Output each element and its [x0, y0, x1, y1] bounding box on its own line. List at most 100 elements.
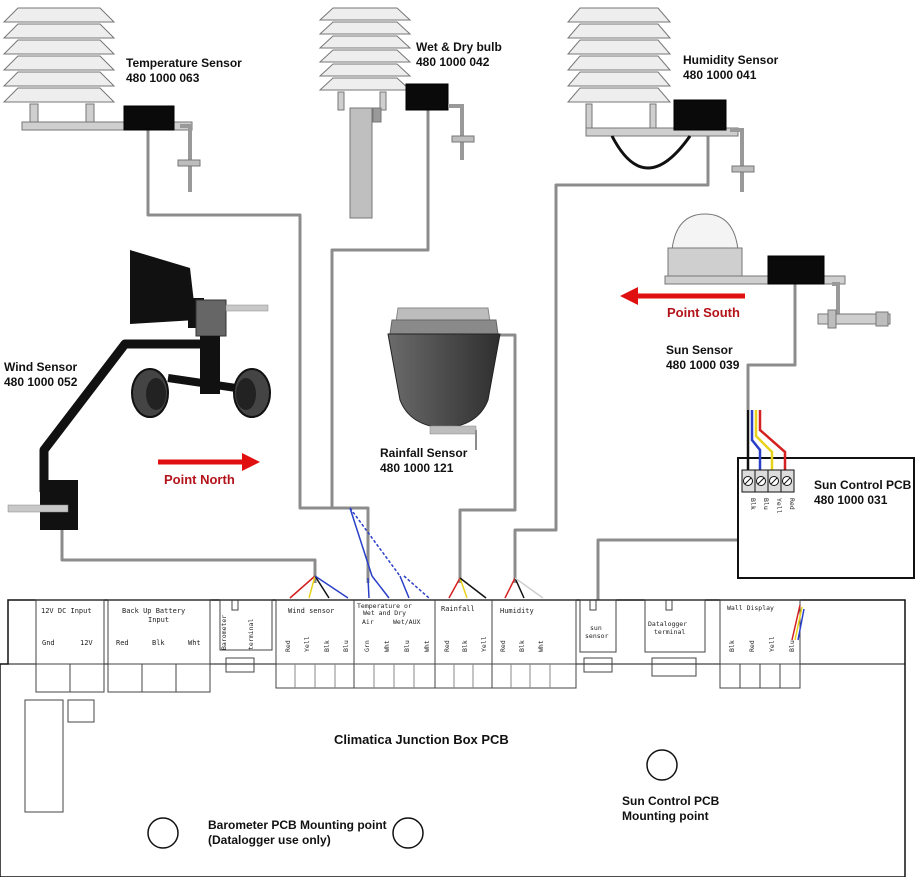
pcb-component-small	[67, 699, 95, 723]
battery-pin-0: Red	[116, 639, 129, 647]
dc-input-pin-12v: 12V	[80, 639, 93, 647]
wall-display-title: Wall Display	[727, 604, 774, 612]
sun-sensor-name: Sun Sensor	[666, 343, 733, 357]
wall-pin-3: Blu	[788, 640, 796, 652]
sun-sensor-code: 480 1000 039	[666, 358, 740, 372]
sun-sensor-cable	[746, 280, 797, 410]
sun-pcb-pin-labels: Blk Blu Yell Red	[749, 498, 796, 514]
humidity-sensor-image	[566, 7, 755, 192]
datalogger-terminal-2: terminal	[654, 628, 685, 636]
sun-pcb-mount-line2: Mounting point	[622, 809, 709, 823]
pcb-component-block	[24, 699, 64, 813]
battery-terminal	[107, 599, 211, 693]
wet-dry-bulb-image	[318, 7, 475, 219]
dc-input-pin-gnd: Gnd	[42, 639, 55, 647]
wall-pin-2: Yell	[768, 636, 776, 652]
barometer-mount-line1: Barometer PCB Mounting point	[208, 818, 387, 832]
rain-pin-0: Red	[443, 640, 451, 652]
sun-control-pcb-label: Sun Control PCB 480 1000 031	[814, 478, 911, 508]
temp-terminal-air: Air	[362, 618, 374, 626]
sun-pcb-pin-0: Blk	[749, 498, 757, 510]
point-north-arrow	[158, 453, 260, 471]
humidity-wire-fanout	[504, 577, 544, 599]
barometer-mount-hole-right	[392, 817, 424, 849]
battery-pin-1: Blk	[152, 639, 165, 647]
wind-pin-0: Red	[284, 640, 292, 652]
point-north-label: Point North	[164, 472, 235, 487]
dc-input-terminal	[35, 599, 105, 693]
temp-pin-3: Wht	[423, 640, 431, 652]
rain-terminal-title: Rainfall	[441, 605, 475, 613]
sun-sensor-label: Sun Sensor 480 1000 039	[666, 343, 739, 373]
wind-pin-1: Yell	[303, 636, 311, 652]
sun-pcb-pin-1: Blu	[762, 498, 770, 510]
temp-pin-2: Blu	[403, 640, 411, 652]
rainfall-sensor-name: Rainfall Sensor	[380, 446, 468, 460]
rainfall-wire-fanout	[448, 577, 487, 599]
sun-sensor-image	[664, 213, 891, 329]
wind-pin-3: Blu	[342, 640, 350, 652]
sun-sensor-terminal-2: sensor	[585, 632, 609, 640]
temp-terminal-title-2: Wet and Dry	[363, 609, 406, 617]
hum-pin-0: Red	[499, 640, 507, 652]
temperature-cable	[146, 130, 370, 583]
point-south-label: Point South	[667, 305, 740, 320]
dc-input-title: 12V DC Input	[41, 607, 92, 615]
sun-pcb-mount-label: Sun Control PCB Mounting point	[622, 794, 719, 824]
rainfall-sensor-label: Rainfall Sensor 480 1000 121	[380, 446, 467, 476]
terminal-label: terminal	[247, 619, 255, 650]
temperature-sensor-code: 480 1000 063	[126, 71, 200, 85]
temp-pin-1: Wht	[383, 640, 391, 652]
barometer-mount-label: Barometer PCB Mounting point (Datalogger…	[208, 818, 387, 848]
sun-pcb-pin-2: Yell	[775, 498, 783, 514]
rainfall-sensor-image	[387, 307, 501, 450]
temperature-sensor-name: Temperature Sensor	[126, 56, 242, 70]
hum-pin-1: Blk	[518, 640, 526, 652]
sun-control-pcb-code: 480 1000 031	[814, 493, 888, 507]
junction-box-pcb: 12V DC Input Gnd 12V Back Up Battery Inp…	[0, 599, 906, 877]
sun-sensor-terminal	[579, 599, 617, 673]
sun-pcb-pin-3: Red	[788, 498, 796, 510]
barometer-terminal	[219, 599, 273, 673]
datalogger-terminal-1: Datalogger	[648, 620, 687, 628]
rain-pin-2: Yell	[480, 636, 488, 652]
barometer-mount-hole-left	[147, 817, 179, 849]
wall-display-wire-fanout	[791, 604, 805, 641]
battery-title-1: Back Up Battery	[122, 607, 185, 615]
point-south-arrow	[620, 287, 745, 305]
temp-pin-0: Grn	[363, 640, 371, 652]
hum-pin-2: Wht	[537, 640, 545, 652]
wind-sensor-name: Wind Sensor	[4, 360, 78, 374]
temperature-sensor-image	[2, 7, 201, 192]
datalogger-terminal	[644, 599, 706, 677]
sun-control-pcb-name: Sun Control PCB	[814, 478, 912, 492]
temp-terminal-title-1: Temperature or	[357, 602, 412, 610]
wet-dry-code: 480 1000 042	[416, 55, 490, 69]
temperature-sensor-label: Temperature Sensor 480 1000 063	[126, 56, 242, 86]
sensor-terminal-strip	[275, 599, 577, 689]
battery-pin-2: Wht	[188, 639, 201, 647]
barometer-mount-line2: (Datalogger use only)	[208, 833, 331, 847]
sun-pcb-terminal-block	[741, 469, 795, 493]
temperature-wire-fanout	[349, 507, 430, 599]
wall-pin-1: Red	[748, 640, 756, 652]
wet-dry-name: Wet & Dry bulb	[416, 40, 502, 54]
battery-title-2: Input	[148, 616, 169, 624]
wind-terminal-title: Wind sensor	[288, 607, 334, 615]
sun-control-pcb: Blk Blu Yell Red	[737, 410, 915, 579]
wind-sensor-code: 480 1000 052	[4, 375, 78, 389]
humidity-sensor-code: 480 1000 041	[683, 68, 757, 82]
humidity-sensor-label: Humidity Sensor 480 1000 041	[683, 53, 778, 83]
sun-pcb-cable	[596, 538, 740, 610]
humidity-cable	[513, 130, 710, 583]
sun-sensor-terminal-1: sun	[590, 624, 602, 632]
humidity-terminal-title: Humidity	[500, 607, 534, 615]
wind-wire-fanout	[289, 575, 349, 599]
temp-terminal-wet: Wet/AUX	[393, 618, 420, 626]
wall-pin-0: Blk	[728, 640, 736, 652]
rainfall-cable	[458, 333, 517, 583]
barometer-label: Barometer	[220, 615, 228, 650]
sun-pcb-mount-line1: Sun Control PCB	[622, 794, 720, 808]
wet-dry-cable	[330, 110, 430, 510]
